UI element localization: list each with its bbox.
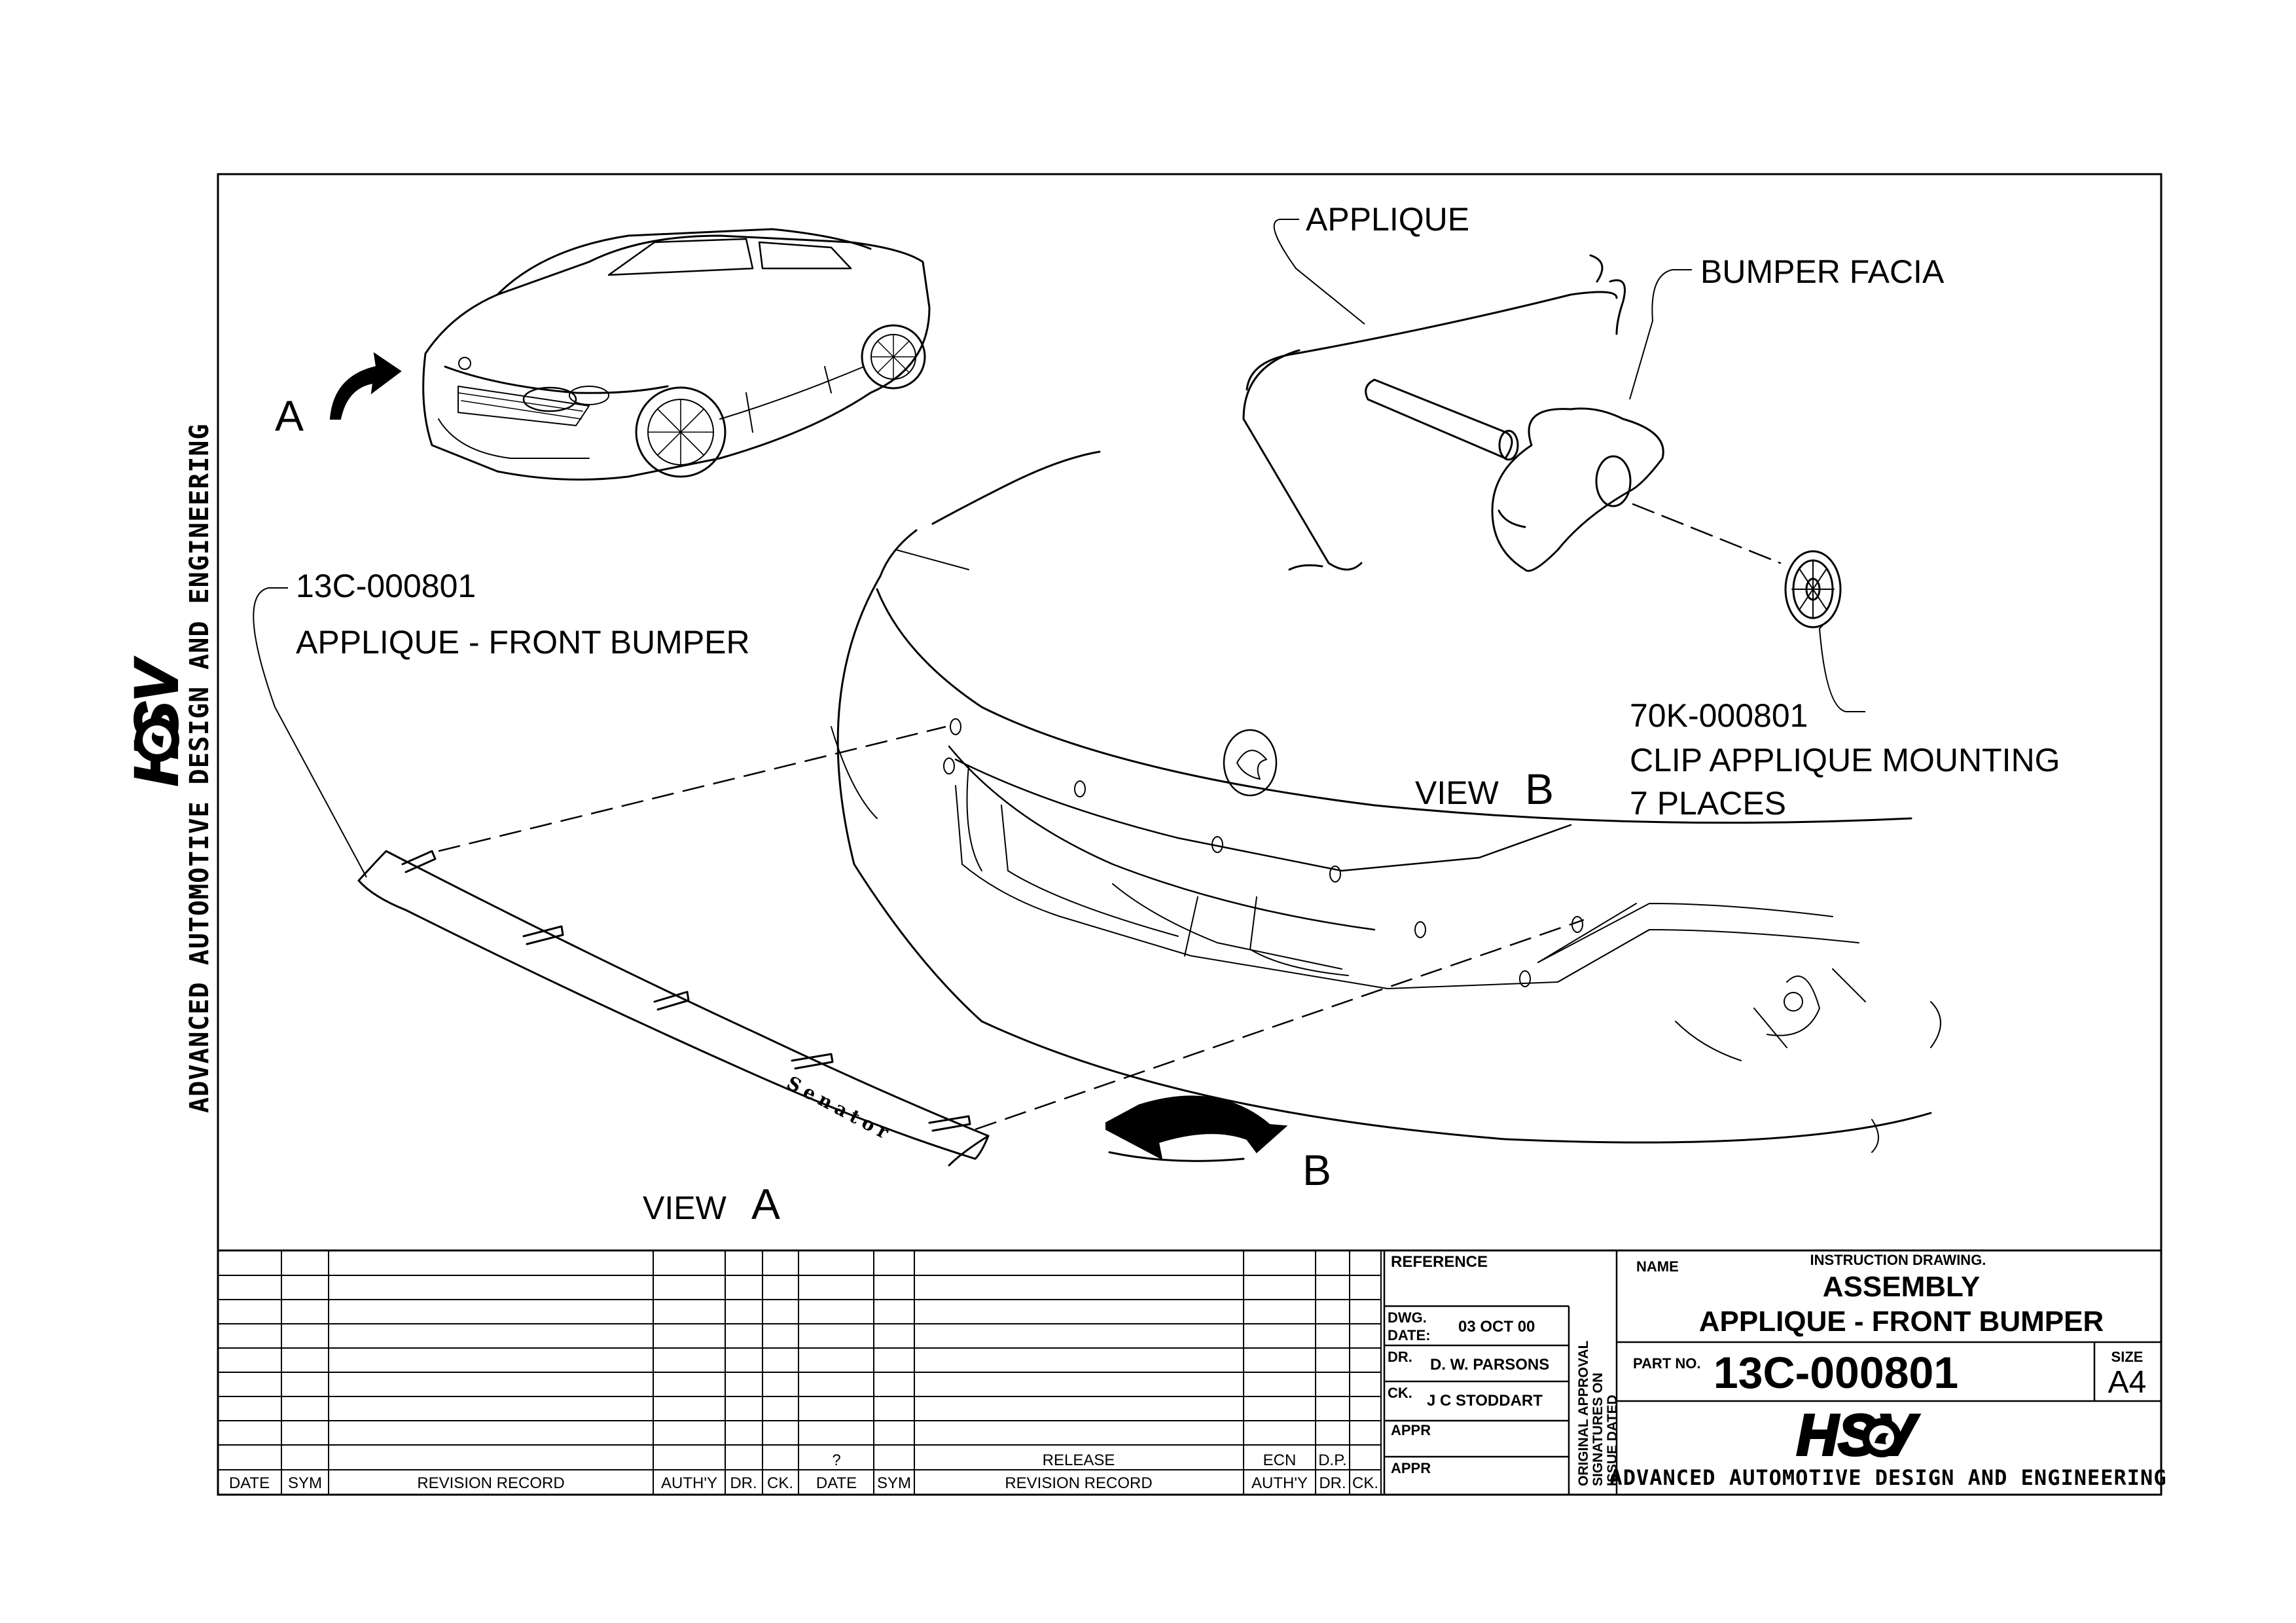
revision-table: DATE SYM REVISION RECORD AUTH'Y DR. CK. …: [218, 1250, 1382, 1495]
dr-label: DR.: [1388, 1349, 1412, 1365]
part-no-value: 13C-000801: [1713, 1348, 1958, 1398]
view-a-letter: A: [751, 1180, 780, 1228]
dr-name: D. W. PARSONS: [1430, 1356, 1549, 1374]
approval-note-line-2: SIGNATURES ON: [1590, 1373, 1605, 1486]
view-b-arrow: B: [1105, 1095, 1331, 1194]
arrow-b-icon: [1105, 1095, 1288, 1160]
ck-name: J C STODDART: [1427, 1392, 1543, 1410]
arrow-a-letter: A: [275, 392, 304, 440]
title-company-text: ADVANCED AUTOMOTIVE DESIGN AND ENGINEERI…: [1609, 1465, 2166, 1490]
view-b-prefix: VIEW: [1415, 775, 1499, 811]
dwg-label-2: DATE:: [1388, 1327, 1431, 1343]
hsv-badge-icon: [1223, 729, 1278, 797]
reference-label: REFERENCE: [1391, 1253, 1488, 1271]
arrow-a-icon: [329, 352, 402, 420]
rev-header-date-2: DATE: [816, 1474, 857, 1492]
rev-ecn-label: ECN: [1263, 1451, 1297, 1469]
applique-pins: [401, 850, 971, 1132]
view-a-arrow: A: [275, 352, 402, 440]
side-hsv-logo: HSV: [122, 656, 191, 787]
appr-label-2: APPR: [1391, 1460, 1431, 1476]
rev-header-sym-2: SYM: [877, 1474, 911, 1492]
approval-note-line-3: ISSUE DATED: [1605, 1395, 1620, 1486]
size-value: A4: [2108, 1365, 2147, 1400]
bumper-facia-callout: BUMPER FACIA: [1629, 253, 1945, 400]
dwg-label-1: DWG.: [1388, 1309, 1427, 1326]
clip-number-label: 70K-000801: [1630, 697, 1808, 734]
part-callout: 13C-000801 APPLIQUE - FRONT BUMPER: [253, 568, 750, 878]
part-no-label: PART NO.: [1633, 1355, 1700, 1372]
doc-type: INSTRUCTION DRAWING.: [1810, 1252, 1986, 1268]
title-line-2: APPLIQUE - FRONT BUMPER: [1699, 1305, 2104, 1338]
view-a-label: VIEW A: [643, 1180, 780, 1228]
rev-header-authy-2: AUTH'Y: [1251, 1474, 1308, 1492]
view-a-prefix: VIEW: [643, 1190, 727, 1226]
side-branding: ADVANCED AUTOMOTIVE DESIGN AND ENGINEERI…: [185, 424, 215, 1113]
ck-label: CK.: [1388, 1385, 1412, 1401]
car-illustration: [422, 228, 931, 481]
rev-header-ck-2: CK.: [1352, 1474, 1378, 1492]
rev-header-ck: CK.: [767, 1474, 793, 1492]
rev-header-sym: SYM: [288, 1474, 322, 1492]
side-company-text: ADVANCED AUTOMOTIVE DESIGN AND ENGINEERI…: [185, 424, 215, 1113]
title-block: REFERENCE DWG. DATE: 03 OCT 00 DR. D. W.…: [1383, 1250, 2166, 1495]
approval-note-line-1: ORIGINAL APPROVAL: [1576, 1340, 1591, 1486]
rev-release-label: RELEASE: [1043, 1451, 1115, 1469]
rev-header-record: REVISION RECORD: [417, 1474, 564, 1492]
rev-header-dr: DR.: [730, 1474, 757, 1492]
rev-header-record-2: REVISION RECORD: [1005, 1474, 1152, 1492]
rev-header-date: DATE: [229, 1474, 270, 1492]
rev-date-mark: ?: [832, 1451, 840, 1469]
size-label: SIZE: [2111, 1349, 2144, 1365]
clip-icon: [1784, 550, 1842, 629]
front-bumper-view: [831, 450, 1941, 1153]
clip-qty-label: 7 PLACES: [1630, 785, 1786, 822]
name-label: NAME: [1636, 1258, 1679, 1275]
drawing-border: [217, 173, 2162, 1496]
applique-label: APPLIQUE: [1306, 201, 1469, 238]
car-front-wheel: [635, 386, 726, 478]
title-line-1: ASSEMBLY: [1823, 1271, 1980, 1303]
part-number-label: 13C-000801: [296, 568, 476, 604]
bumper-facia-label: BUMPER FACIA: [1700, 253, 1945, 290]
arrow-b-letter: B: [1302, 1146, 1331, 1194]
rev-dp-label: D.P.: [1318, 1451, 1347, 1469]
applique-part: Senator: [357, 850, 990, 1167]
car-rear-wheel: [861, 324, 926, 390]
view-b-label: VIEW B: [1415, 765, 1554, 813]
dwg-date-value: 03 OCT 00: [1458, 1318, 1535, 1336]
applique-callout: APPLIQUE: [1273, 201, 1469, 325]
appr-label-1: APPR: [1391, 1422, 1431, 1438]
clip-callout: 70K-000801 CLIP APPLIQUE MOUNTING 7 PLAC…: [1630, 621, 2060, 822]
clip-detail-view: [1242, 254, 1842, 629]
part-name-label: APPLIQUE - FRONT BUMPER: [296, 624, 750, 661]
rev-header-dr-2: DR.: [1319, 1474, 1346, 1492]
clip-name-label: CLIP APPLIQUE MOUNTING: [1630, 742, 2060, 778]
senator-badge-text: Senator: [783, 1072, 897, 1146]
approval-note: ORIGINAL APPROVAL SIGNATURES ON ISSUE DA…: [1576, 1340, 1620, 1486]
view-b-letter: B: [1525, 765, 1554, 813]
alignment-lines: [438, 725, 1585, 1131]
title-hsv-logo: HSV: [1795, 1401, 1920, 1468]
rev-header-authy: AUTH'Y: [661, 1474, 717, 1492]
